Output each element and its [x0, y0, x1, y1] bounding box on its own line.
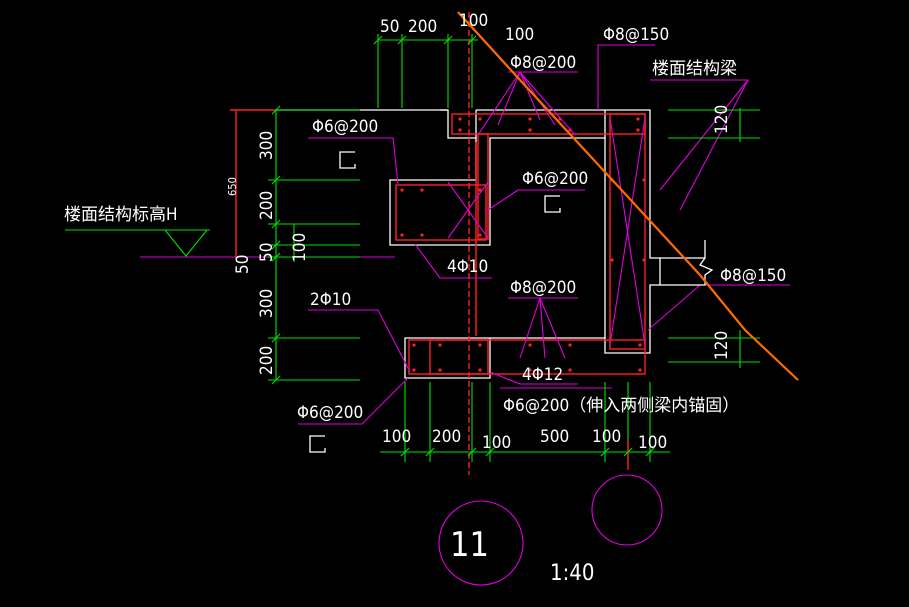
dim-left-5: 300 [257, 289, 277, 318]
left-dimension-labels: 300 200 50 100 50 300 200 650 [226, 131, 310, 375]
right-column-rebar [609, 113, 646, 350]
dim-bottom-1: 200 [432, 427, 461, 447]
dim-left-2: 50 [257, 243, 277, 262]
web-rebar-upper [477, 133, 489, 240]
label-middle-bars: 4Φ10 [447, 257, 488, 277]
bottom-beam-rebar [408, 339, 646, 375]
label-floor-beam: 楼面结构梁 [652, 59, 737, 79]
dim-left-0: 300 [257, 131, 277, 160]
stirrup-symbols [309, 151, 561, 453]
bottom-dimension-labels: 100 200 100 500 100 100 [382, 427, 667, 453]
label-middle-stirrup: Φ6@200 [522, 169, 588, 189]
middle-rebar [395, 184, 487, 241]
dim-top-0: 50 [380, 17, 399, 37]
label-anchor-note: Φ6@200（伸入两侧梁内锚固） [503, 396, 739, 416]
dimension-lines [230, 12, 760, 475]
dim-left-6: 200 [257, 346, 277, 375]
label-right-rebar: Φ8@150 [720, 266, 786, 286]
dim-bottom-3: 500 [540, 427, 569, 447]
top-dimension-labels: 50 200 100 100 [380, 11, 534, 45]
label-upper-stirrup: Φ6@200 [312, 117, 378, 137]
scale-label: 1:40 [550, 561, 594, 586]
section-cut-line [457, 11, 799, 381]
detail-number: 11 [450, 525, 489, 565]
detail-circle [438, 500, 524, 586]
annotation-labels: Φ8@150 Φ8@200 楼面结构梁 Φ6@200 Φ6@200 楼面结构标高… [64, 25, 786, 423]
rebar-cage [395, 113, 646, 375]
elevation-symbol [65, 229, 210, 257]
dim-650: 650 [226, 177, 239, 196]
dim-left-4: 50 [233, 255, 253, 274]
leader-lines [140, 44, 790, 425]
dim-left-1: 200 [257, 191, 277, 220]
label-lower-stirrup: Φ6@200 [297, 403, 363, 423]
label-floor-elevation: 楼面结构标高H [64, 205, 178, 225]
right-dimension-labels: 120 120 [712, 105, 732, 360]
label-bottom-bars: 4Φ12 [522, 365, 563, 385]
label-lower-rebar: Φ8@200 [510, 278, 576, 298]
dim-bottom-4: 100 [592, 427, 621, 447]
dim-right-0: 120 [712, 105, 732, 134]
dim-top-2: 100 [459, 11, 488, 31]
label-top-right-rebar: Φ8@150 [603, 25, 669, 45]
label-top-rebar: Φ8@200 [510, 53, 576, 73]
dim-left-3: 100 [290, 233, 310, 262]
reference-circle [591, 474, 663, 546]
dim-top-3: 100 [505, 25, 534, 45]
dim-bottom-2: 100 [482, 433, 511, 453]
dim-right-1: 120 [712, 331, 732, 360]
break-symbol [660, 240, 714, 286]
dim-top-1: 200 [408, 17, 437, 37]
dim-bottom-5: 100 [638, 433, 667, 453]
dim-bottom-0: 100 [382, 427, 411, 447]
label-left-bars: 2Φ10 [310, 290, 351, 310]
